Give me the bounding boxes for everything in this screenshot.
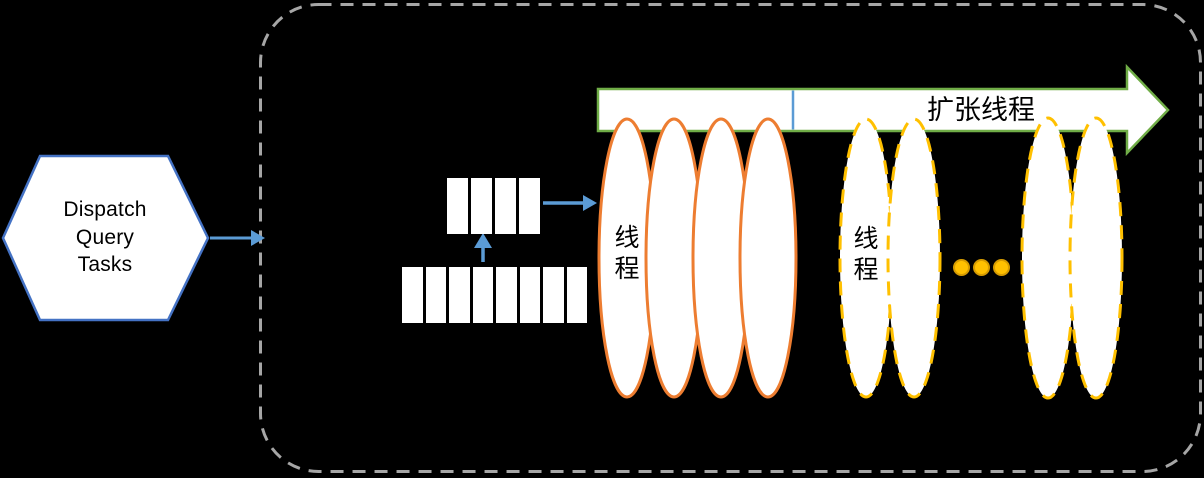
dispatch-queue-row xyxy=(447,178,540,234)
expansion-thread-group-1 xyxy=(838,117,942,399)
ellipsis-dots xyxy=(953,259,1010,276)
expansion-thread-ellipse xyxy=(886,117,942,399)
queue-cell xyxy=(447,178,468,234)
dispatch-arrow xyxy=(210,230,265,246)
dispatch-arrowhead-icon xyxy=(251,230,265,246)
queue-to-threads-arrow xyxy=(543,195,597,211)
queue-cell xyxy=(402,267,423,323)
queue-cell xyxy=(543,267,564,323)
queue-cell xyxy=(449,267,470,323)
ellipsis-dot-icon xyxy=(993,259,1010,276)
ellipsis-dot-icon xyxy=(953,259,970,276)
queue-cell xyxy=(471,178,492,234)
ellipsis-dot-icon xyxy=(973,259,990,276)
expansion-thread-ellipse xyxy=(1020,116,1076,400)
expansion-thread-group-2 xyxy=(1020,116,1124,400)
queue-cell xyxy=(566,267,587,323)
active-thread-group xyxy=(597,117,798,399)
queue-cell xyxy=(425,267,446,323)
expansion-thread-ellipse xyxy=(1068,116,1124,400)
buffer-queue-row xyxy=(402,267,587,323)
right-arrowhead-icon xyxy=(583,195,597,211)
queue-cell xyxy=(496,267,517,323)
expansion-threads-label: 线程 xyxy=(853,225,879,284)
active-thread-ellipse xyxy=(738,117,798,399)
dispatch-hexagon xyxy=(1,154,210,322)
queue-cell xyxy=(472,267,493,323)
queue-cell xyxy=(495,178,516,234)
up-arrowhead-icon xyxy=(474,233,492,248)
queue-cell xyxy=(519,178,540,234)
active-threads-label: 线程 xyxy=(614,224,640,283)
hexagon-label: Dispatch Query Tasks xyxy=(63,198,147,276)
expansion-banner-label: 扩张线程 xyxy=(927,95,1035,125)
queue-up-arrow xyxy=(474,233,492,262)
queue-cell xyxy=(519,267,540,323)
